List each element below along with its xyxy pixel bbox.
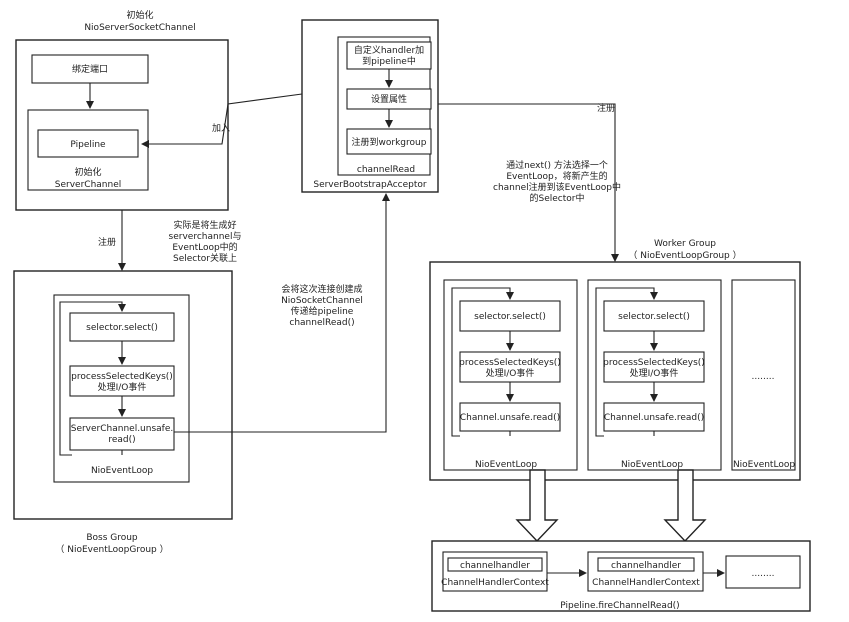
- step-register-box: [346, 128, 432, 155]
- boss-process-box: [69, 365, 175, 397]
- worker1-select-label: selector.select(): [474, 312, 546, 322]
- init-nio-caption-1: 初始化: [126, 9, 153, 21]
- add-label: 加入: [212, 123, 230, 134]
- worker2-to-pipeline-block-arrow: [663, 469, 707, 543]
- serverchannel-label-1: 初始化: [74, 166, 101, 178]
- boss-unsafe-box: [69, 417, 175, 451]
- bind-port-label: 绑定端口: [72, 63, 108, 75]
- note-serverchannel: 实际是将生成好 serverchannel与 EventLoop中的 Selec…: [169, 219, 242, 264]
- boss-process-label-1: processSelectedKeys(): [71, 372, 173, 382]
- worker1-select-box: [459, 300, 561, 332]
- ctx-ellipsis-box: [725, 555, 801, 589]
- boss-eventloop-label: NioEventLoop: [91, 466, 153, 476]
- worker1-read-box: [459, 402, 561, 432]
- boss-select-label: selector.select(): [86, 323, 158, 333]
- handler-context-1: channelhandler ChannelHandlerContext: [441, 551, 549, 592]
- note-next-2: EventLoop，将新产生的: [506, 170, 607, 182]
- note-serverchannel-1: 实际是将生成好: [173, 219, 236, 231]
- worker-group-label-2: （ NioEventLoopGroup ）: [628, 250, 741, 261]
- worker2-select-label: selector.select(): [618, 312, 690, 322]
- worker-eventloop-1: selector.select() processSelectedKeys() …: [443, 279, 578, 471]
- worker1-process-box: [459, 351, 561, 383]
- worker3-ellipsis: ........: [752, 372, 775, 382]
- worker-eventloop-2: selector.select() processSelectedKeys() …: [587, 279, 722, 471]
- channelread-label: channelRead: [357, 165, 415, 175]
- note-serverchannel-2: serverchannel与: [169, 231, 242, 242]
- boss-loop-back-arrow: [59, 301, 126, 456]
- note-niosocket: 会将这次连接创建成 NioSocketChannel 传递给pipeline c…: [281, 283, 363, 328]
- pipeline-label: Pipeline: [70, 140, 106, 150]
- worker2-select-box: [603, 300, 705, 332]
- worker2-process-label-2: 处理I/O事件: [630, 367, 679, 379]
- ctx2-handler-box: [597, 557, 695, 572]
- note-serverchannel-3: EventLoop中的: [172, 241, 237, 253]
- ctx-ellipsis-label: ........: [752, 569, 775, 579]
- boss-process-label-2: 处理I/O事件: [98, 381, 147, 393]
- worker1-read-label: Channel.unsafe.read(): [460, 413, 560, 423]
- note-next-4: 的Selector中: [530, 192, 585, 204]
- ctx1-label: ChannelHandlerContext: [441, 578, 549, 588]
- boss-to-acceptor-line: [174, 193, 390, 433]
- ctx1-handler-label: channelhandler: [460, 561, 530, 571]
- worker2-process-label-1: processSelectedKeys(): [603, 358, 705, 368]
- worker1-to-pipeline-block-arrow: [515, 469, 559, 543]
- boss-unsafe-label-1: ServerChannel.unsafe.: [71, 424, 174, 434]
- note-next-1: 通过next() 方法选择一个: [506, 159, 608, 171]
- step-setattr-label: 设置属性: [371, 93, 407, 105]
- worker-group-label-1: Worker Group: [654, 239, 716, 249]
- serverchannel-label-2: ServerChannel: [55, 180, 121, 190]
- note-niosocket-1: 会将这次连接创建成: [281, 283, 362, 295]
- step-handler-label-1: 自定义handler加: [354, 44, 424, 56]
- ctx2-label: ChannelHandlerContext: [592, 578, 700, 588]
- register-right-label: 注册: [597, 102, 615, 114]
- worker2-loop-back-arrow: [595, 287, 658, 437]
- register-to-worker-line: [438, 103, 619, 262]
- worker3-eventloop-box: [731, 279, 796, 471]
- worker2-eventloop-label: NioEventLoop: [621, 460, 683, 470]
- note-next: 通过next() 方法选择一个 EventLoop，将新产生的 channel注…: [493, 159, 621, 204]
- note-niosocket-4: channelRead(): [289, 318, 354, 328]
- note-serverchannel-4: Selector关联上: [173, 252, 237, 264]
- bind-port-box: [31, 54, 149, 84]
- note-next-3: channel注册到该EventLoop中: [493, 181, 621, 193]
- add-to-pipeline-line: [141, 93, 303, 148]
- step-handler-label-2: 到pipeline中: [362, 55, 416, 67]
- worker3-eventloop-label: NioEventLoop: [733, 460, 795, 470]
- pipeline-caption: Pipeline.fireChannelRead(): [560, 601, 679, 611]
- ctx1-handler-box: [447, 557, 543, 572]
- acceptor-name: ServerBootstrapAcceptor: [313, 180, 427, 190]
- pipeline-box: [37, 129, 139, 158]
- boss-unsafe-label-2: read(): [108, 435, 135, 445]
- worker2-process-box: [603, 351, 705, 383]
- boss-group-label-2: （ NioEventLoopGroup ）: [55, 544, 168, 555]
- step-handler-box: [346, 41, 432, 70]
- worker2-read-label: Channel.unsafe.read(): [604, 413, 704, 423]
- note-niosocket-3: 传递给pipeline: [291, 305, 354, 317]
- worker1-eventloop-label: NioEventLoop: [475, 460, 537, 470]
- worker1-loop-back-arrow: [451, 287, 514, 437]
- register-down-label: 注册: [98, 236, 116, 248]
- handler-context-2: channelhandler ChannelHandlerContext: [587, 551, 704, 592]
- step-register-label: 注册到workgroup: [352, 136, 427, 148]
- worker1-process-label-2: 处理I/O事件: [486, 367, 535, 379]
- ctx2-handler-label: channelhandler: [611, 561, 681, 571]
- init-nio-caption-2: NioServerSocketChannel: [84, 23, 195, 33]
- worker1-process-label-1: processSelectedKeys(): [459, 358, 561, 368]
- note-niosocket-2: NioSocketChannel: [281, 296, 363, 306]
- boss-group-label-1: Boss Group: [86, 533, 138, 543]
